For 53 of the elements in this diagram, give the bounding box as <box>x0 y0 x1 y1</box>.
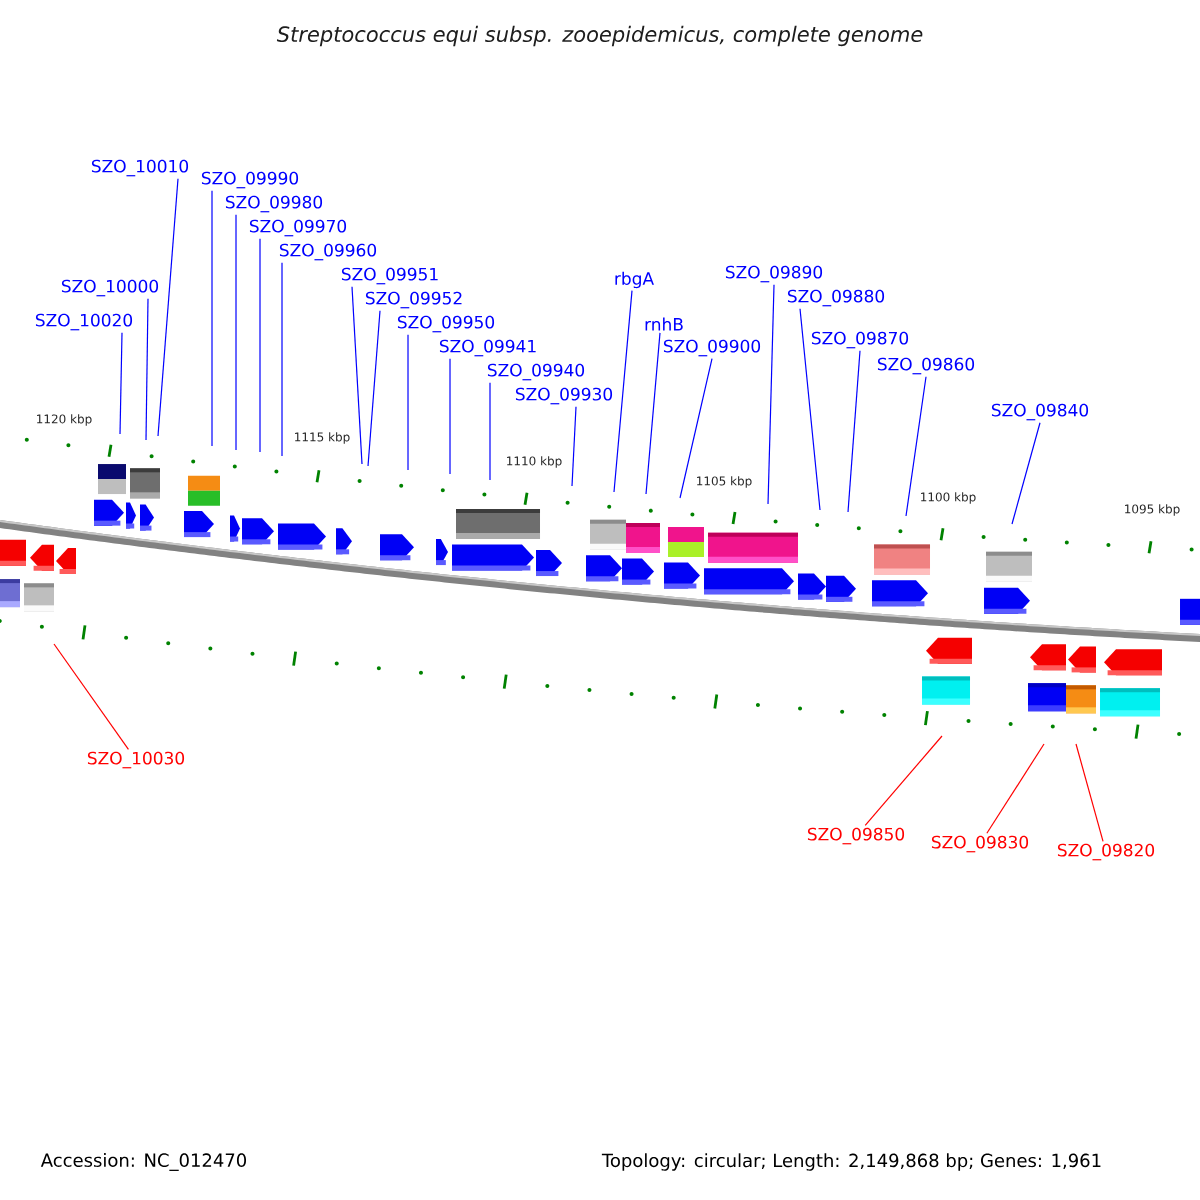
gene-label: SZO_10020 <box>35 313 133 331</box>
leader-line <box>407 334 409 471</box>
gene-label: SZO_09980 <box>225 195 323 213</box>
gene-label: SZO_10010 <box>91 159 189 177</box>
gene-label: SZO_09880 <box>787 289 885 307</box>
gene-label: SZO_09990 <box>201 171 299 189</box>
leader-line <box>613 290 633 493</box>
leader-line <box>864 735 943 826</box>
gene-label: rbgA <box>615 271 654 289</box>
leader-line <box>645 332 661 495</box>
leader-line <box>489 382 491 481</box>
gene-label: SZO_10030 <box>87 751 185 769</box>
leader-line <box>259 238 261 453</box>
leader-line <box>767 284 775 505</box>
leader-line <box>1011 422 1041 525</box>
leader-line <box>905 376 927 517</box>
gene-label: SZO_09840 <box>991 403 1089 421</box>
gene-label: rnhB <box>645 317 683 331</box>
leader-line <box>367 310 381 467</box>
gene-label: SZO_09930 <box>515 387 613 405</box>
leader-line <box>847 350 861 513</box>
leader-line <box>119 332 123 435</box>
gene-label: SZO_09951 <box>341 267 438 285</box>
gene-label: SZO_09860 <box>877 357 975 375</box>
leader-line <box>571 406 577 487</box>
title: Streptococcus equi subsp. zooepidemicus, complete genome <box>276 25 923 47</box>
leader-line <box>211 190 213 447</box>
leader-line <box>281 262 283 457</box>
gene-label: SZO_09970 <box>249 219 347 237</box>
gene-label: SZO_09940 <box>487 363 585 381</box>
gene-label: SZO_09820 <box>1057 843 1155 861</box>
leader-line <box>157 178 179 437</box>
gene-label: SZO_09952 <box>365 291 462 309</box>
gene-label: SZO_09830 <box>931 835 1029 853</box>
gene-label: SZO_09850 <box>807 827 905 845</box>
gene-label: SZO_09890 <box>725 265 823 283</box>
gene-label: SZO_09960 <box>279 243 377 261</box>
leader-line <box>986 743 1045 834</box>
leader-line <box>351 286 363 465</box>
accession-text: Accession: NC_012470 <box>40 1153 247 1171</box>
leader-line <box>449 358 451 475</box>
gene-label: SZO_09900 <box>663 339 761 357</box>
gene-label: SZO_10000 <box>61 279 159 297</box>
gene-label: SZO_09950 <box>397 315 495 333</box>
leader-line <box>53 643 130 750</box>
leader-line <box>679 358 713 499</box>
leader-line <box>235 214 237 451</box>
genome-info-text: Topology: circular; Length: 2,149,868 bp; Genes: 1,961 <box>601 1153 1101 1171</box>
leader-line <box>799 308 821 511</box>
gene-label: SZO_09941 <box>439 339 536 357</box>
leader-line <box>145 298 149 441</box>
leader-line <box>1075 743 1104 842</box>
gene-label: SZO_09870 <box>811 331 909 349</box>
